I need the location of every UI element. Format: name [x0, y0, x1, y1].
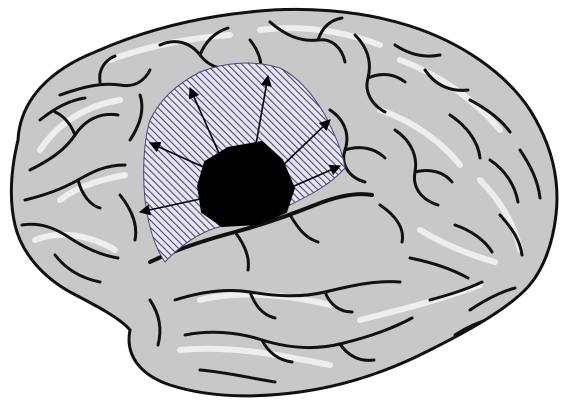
brain-illustration [0, 0, 565, 404]
brain-figure [0, 0, 565, 404]
